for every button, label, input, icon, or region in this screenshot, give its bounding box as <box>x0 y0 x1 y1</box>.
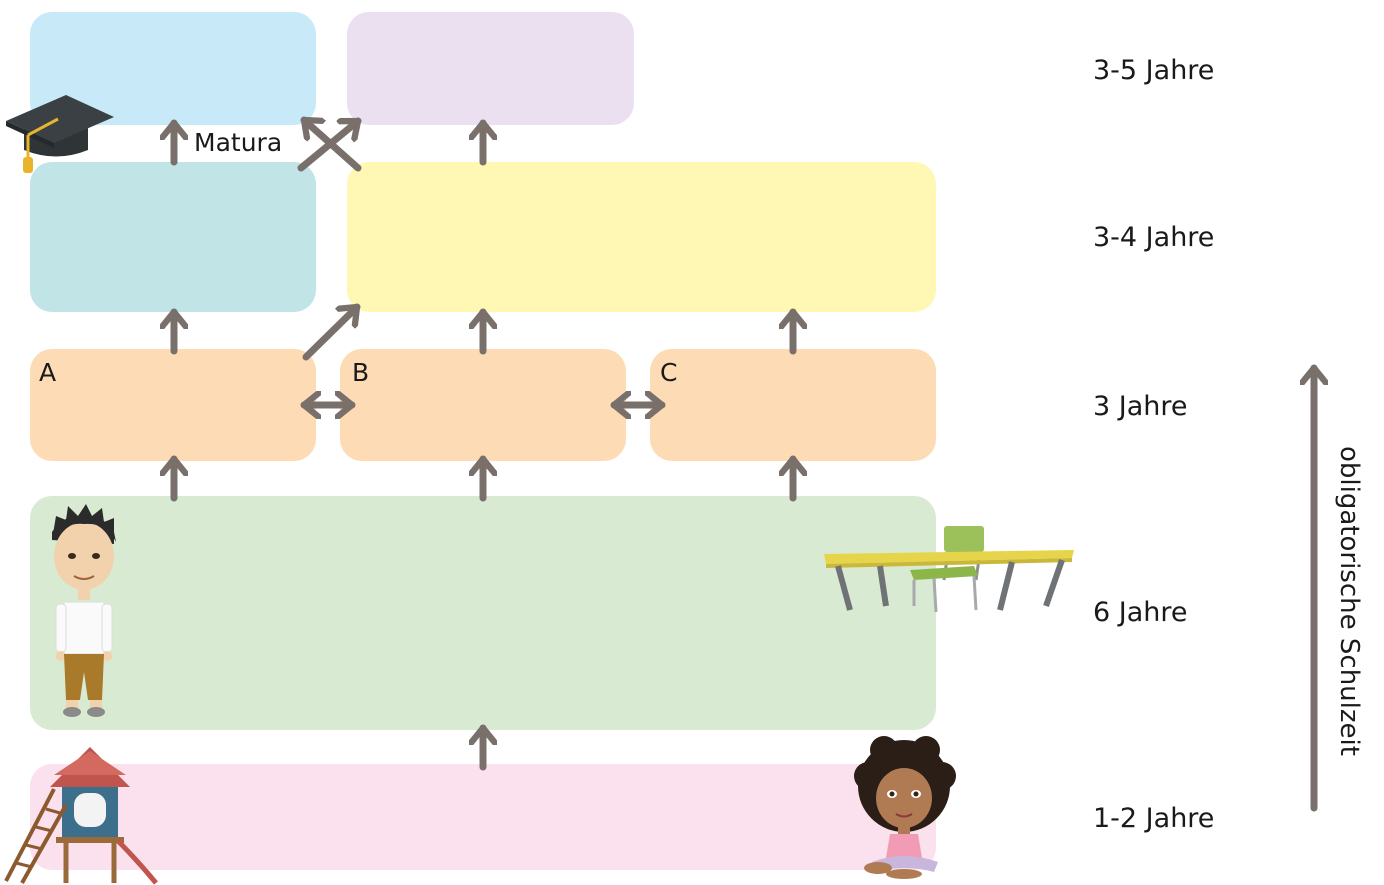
school-b-label: B <box>352 358 370 387</box>
duration-level5: 3-5 Jahre <box>1093 55 1215 86</box>
kindergarten-box <box>30 764 936 870</box>
graduation-cap-icon <box>6 95 114 173</box>
secondary-b-box <box>340 349 626 461</box>
secondary-c-box <box>650 349 936 461</box>
boy-figure-icon <box>52 504 116 717</box>
girl-figure-icon <box>854 736 956 879</box>
primary-box <box>30 496 936 730</box>
duration-level1: 1-2 Jahre <box>1093 803 1215 834</box>
school-a-label: A <box>39 358 57 387</box>
arrow-diagonal <box>302 303 361 361</box>
duration-level3: 3 Jahre <box>1093 391 1188 422</box>
higher-education-box <box>347 12 634 125</box>
matura-label: Matura <box>194 128 283 157</box>
playground-tower-icon <box>4 747 158 885</box>
school-c-label: C <box>660 358 678 387</box>
arrow-cross <box>300 116 362 172</box>
duration-level4: 3-4 Jahre <box>1093 222 1215 253</box>
school-desk-icon <box>824 526 1074 613</box>
secondary-a-box <box>30 349 316 461</box>
vocational-box <box>347 162 936 312</box>
gymnasium-box <box>30 162 316 312</box>
duration-level2: 6 Jahre <box>1093 597 1188 628</box>
